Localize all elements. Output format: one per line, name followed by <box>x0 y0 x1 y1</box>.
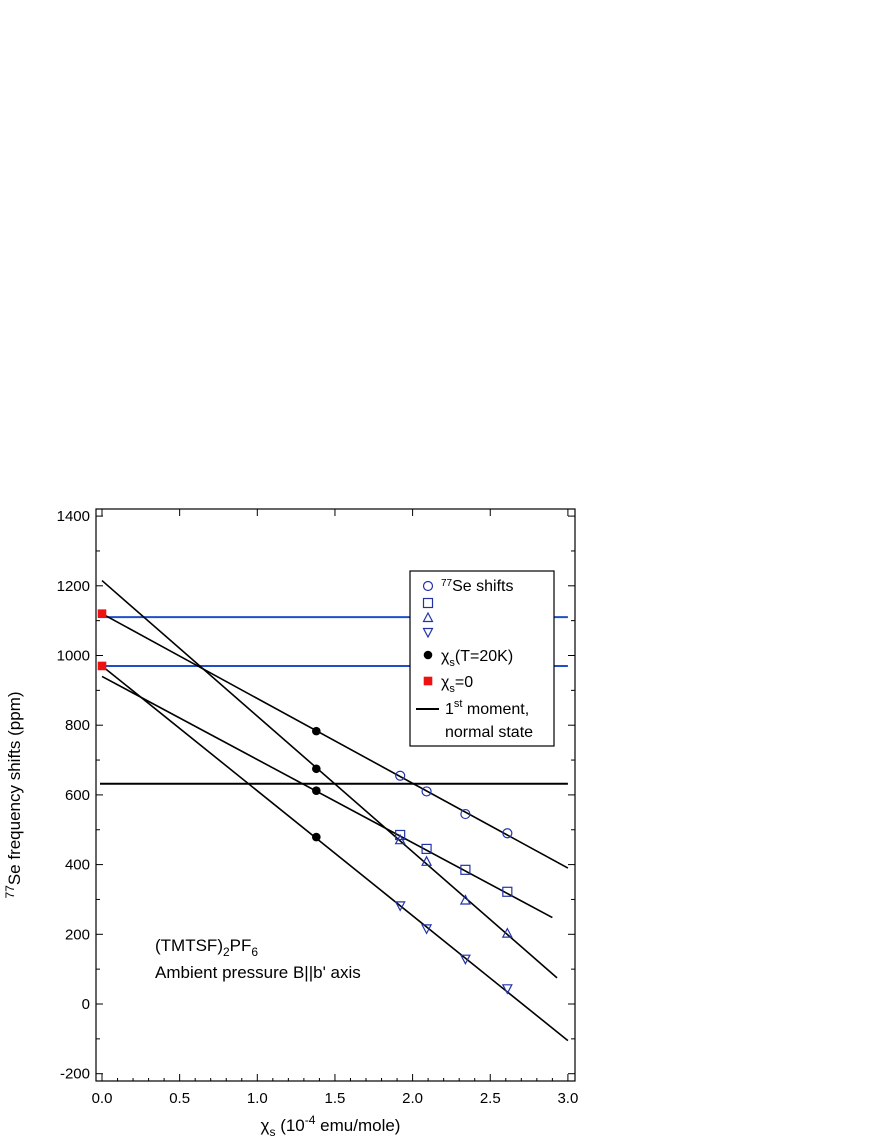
data-point-circle <box>421 786 432 797</box>
markers <box>97 609 513 995</box>
data-point-triangle-down <box>459 954 471 965</box>
data-point-triangle-up <box>501 927 513 938</box>
y-tick-label: 400 <box>65 857 90 874</box>
data-point-square <box>502 886 513 897</box>
legend-box <box>409 570 555 747</box>
plot-lines <box>100 579 569 1042</box>
x-tick-label: 2.0 <box>402 1090 423 1107</box>
data-point-filled-square <box>423 676 433 686</box>
fit-line <box>101 665 569 1042</box>
data-point-triangle-up <box>421 855 433 866</box>
x-tick-label: 1.0 <box>247 1090 268 1107</box>
data-point-triangle-down <box>394 901 406 912</box>
legend-label-chi-zero: χs=0 <box>441 674 473 695</box>
y-tick-label: -200 <box>60 1066 90 1083</box>
data-point-filled-circle <box>423 650 433 660</box>
y-tick-label: 0 <box>82 996 90 1013</box>
x-tick-label: 1.5 <box>325 1090 346 1107</box>
data-point-square <box>421 843 432 855</box>
y-tick-label: 800 <box>65 717 90 734</box>
y-tick-label: 600 <box>65 787 90 804</box>
x-tick-label: 0.5 <box>169 1090 190 1107</box>
data-point-circle <box>422 580 434 592</box>
data-point-filled-circle <box>312 832 321 842</box>
data-point-triangle-up <box>459 894 471 905</box>
legend: 77Se shifts χs(T=20K) χs=0 1st moment, n… <box>409 570 555 747</box>
data-point-square <box>395 829 406 841</box>
legend-label-first-moment: 1st moment, <box>445 698 529 718</box>
data-point-triangle-down <box>501 984 513 995</box>
x-tick-label: 2.5 <box>480 1090 501 1107</box>
data-point-circle <box>395 770 406 781</box>
legend-keys <box>416 580 439 710</box>
condition-annotation: Ambient pressure B||b' axis <box>155 963 361 982</box>
axis-ticks <box>96 509 575 1081</box>
x-axis-label: χs (10-4 emu/mole) <box>261 1113 401 1138</box>
x-tick-label: 0.0 <box>92 1090 113 1107</box>
data-point-square <box>460 864 471 875</box>
fit-line <box>101 675 553 919</box>
data-point-filled-circle <box>312 764 321 774</box>
legend-label-se-shifts: 77Se shifts <box>441 578 513 595</box>
legend-label-normal-state: normal state <box>445 724 533 741</box>
fit-line <box>101 579 558 979</box>
data-point-triangle-down <box>422 627 434 639</box>
fit-line <box>101 612 569 869</box>
legend-label-chi-20k: χs(T=20K) <box>441 648 513 669</box>
y-axis-label: 77Se frequency shifts (ppm) <box>3 691 24 898</box>
data-point-filled-circle <box>312 726 321 736</box>
data-point-filled-circle <box>312 786 321 796</box>
y-tick-label: 1000 <box>57 648 90 665</box>
data-point-circle <box>460 808 471 820</box>
compound-annotation: (TMTSF)2PF6 <box>155 936 258 959</box>
y-tick-label: 1400 <box>57 508 90 525</box>
data-point-square <box>422 597 434 609</box>
data-point-triangle-down <box>421 924 433 935</box>
data-point-circle <box>502 828 513 839</box>
tick-labels: 0.0 0.5 1.0 1.5 2.0 2.5 3.0 -200 0 200 400 600 800 10… <box>57 508 579 1107</box>
y-tick-label: 1200 <box>57 578 90 595</box>
data-point-triangle-up <box>394 833 406 845</box>
x-tick-label: 3.0 <box>557 1090 578 1107</box>
data-point-triangle-up <box>422 611 434 623</box>
data-point-filled-square <box>97 609 107 618</box>
y-tick-label: 200 <box>65 926 90 943</box>
data-point-filled-square <box>97 661 107 671</box>
